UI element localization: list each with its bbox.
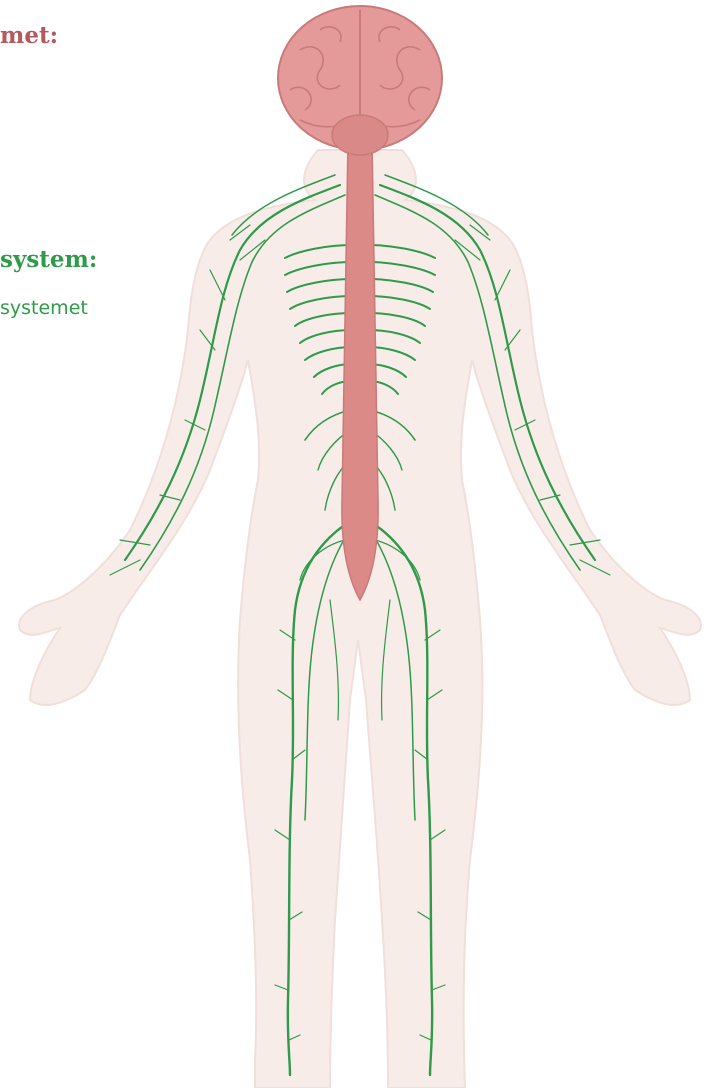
pns-label: system: xyxy=(0,246,97,273)
brain xyxy=(278,6,442,155)
pns-sublabel: systemet xyxy=(0,297,88,319)
cns-label: met: xyxy=(0,22,58,49)
spinal-cord xyxy=(342,140,378,600)
